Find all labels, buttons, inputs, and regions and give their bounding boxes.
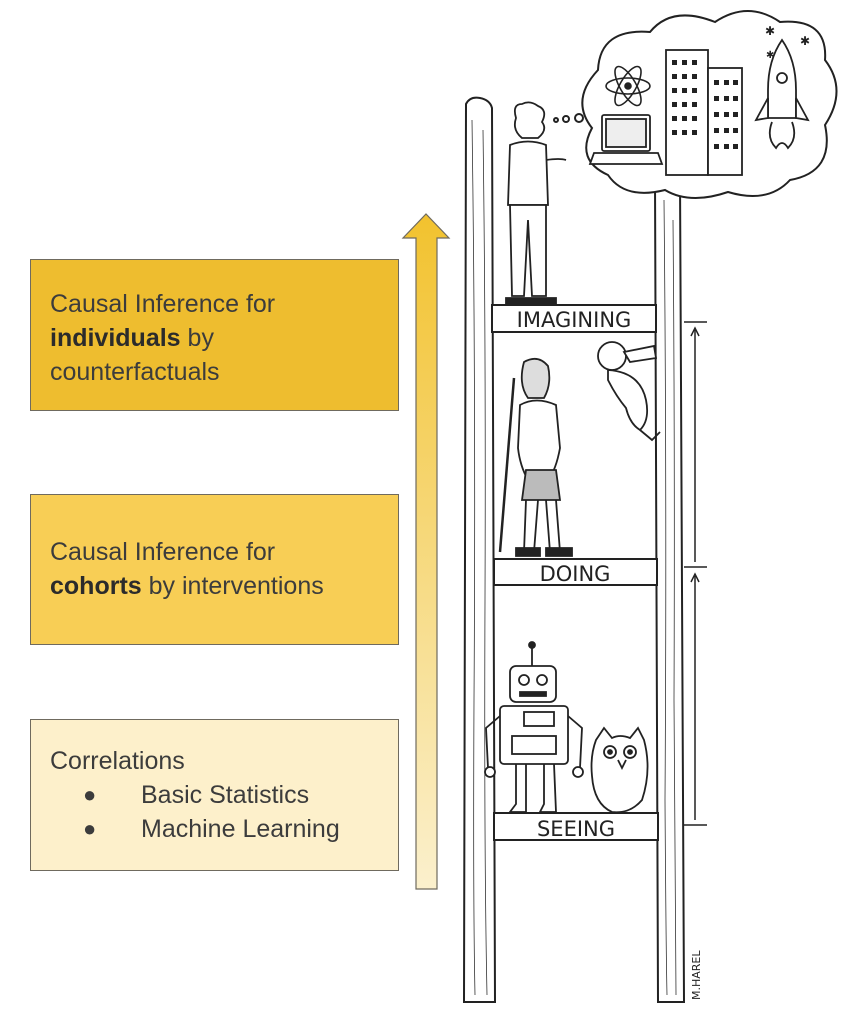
imagining-line-2-rest: by — [180, 324, 214, 352]
bullet-dot-icon: ● — [83, 782, 97, 807]
building-icon — [665, 49, 743, 176]
rung-label-seeing: SEEING — [537, 817, 615, 841]
doing-line-1: Causal Inference for — [50, 538, 276, 566]
imagining-keyword: individuals — [50, 324, 181, 352]
laptop-icon — [588, 114, 664, 165]
doing-keyword: cohorts — [50, 572, 142, 600]
svg-text:✱: ✱ — [765, 24, 775, 38]
svg-text:✱: ✱ — [800, 34, 810, 48]
owl-icon — [590, 726, 649, 814]
bullet-text: Basic Statistics — [141, 781, 310, 809]
rocket-icon — [754, 38, 810, 150]
stars: ✱ ✱ ✱ — [765, 24, 810, 61]
bullet-item: ● Machine Learning — [50, 812, 340, 846]
level-arrows — [684, 321, 707, 826]
seeing-heading: Correlations — [50, 747, 185, 775]
building-windows — [672, 60, 738, 149]
imagining-line-3: counterfactuals — [50, 358, 220, 386]
seeing-bullet-list: ● Basic Statistics ● Machine Learning — [50, 778, 340, 846]
doing-line-2-rest: by interventions — [141, 572, 324, 600]
ladder-rails — [462, 96, 686, 1003]
bullet-text: Machine Learning — [141, 815, 340, 843]
doing-level-box: Causal Inference for cohorts by interven… — [30, 494, 399, 645]
rung-label-imagining: IMAGINING — [517, 308, 632, 332]
imagining-line-2: individuals by — [50, 321, 275, 355]
spear — [498, 377, 516, 553]
caveman-figure — [515, 357, 573, 557]
bullet-item: ● Basic Statistics — [50, 778, 340, 812]
doing-line-2: cohorts by interventions — [50, 569, 324, 603]
atom-icon — [605, 65, 651, 107]
imagining-level-box: Causal Inference for individuals by coun… — [30, 259, 399, 411]
up-arrow-icon — [401, 213, 451, 890]
baby-figure — [597, 341, 661, 442]
seeing-level-box: Correlations ● Basic Statistics ● Machine … — [30, 719, 399, 871]
seeing-level-text: Correlations ● Basic Statistics ● Machine … — [50, 744, 340, 846]
svg-text:✱: ✱ — [766, 50, 774, 61]
doing-level-text: Causal Inference for cohorts by interven… — [50, 535, 324, 603]
rung-label-doing: DOING — [540, 562, 611, 586]
imagining-line-1: Causal Inference for — [50, 290, 276, 318]
artist-signature: M.HAREL — [690, 950, 703, 1000]
rung-seeing: SEEING — [493, 812, 659, 841]
bullet-dot-icon: ● — [83, 816, 97, 841]
rail-wood-grain — [471, 119, 677, 996]
imagining-level-text: Causal Inference for individuals by coun… — [50, 287, 275, 389]
robot-icon — [484, 641, 584, 813]
rung-doing: DOING — [493, 558, 658, 586]
rung-imagining: IMAGINING — [491, 304, 657, 333]
scientist-figure — [505, 101, 567, 305]
